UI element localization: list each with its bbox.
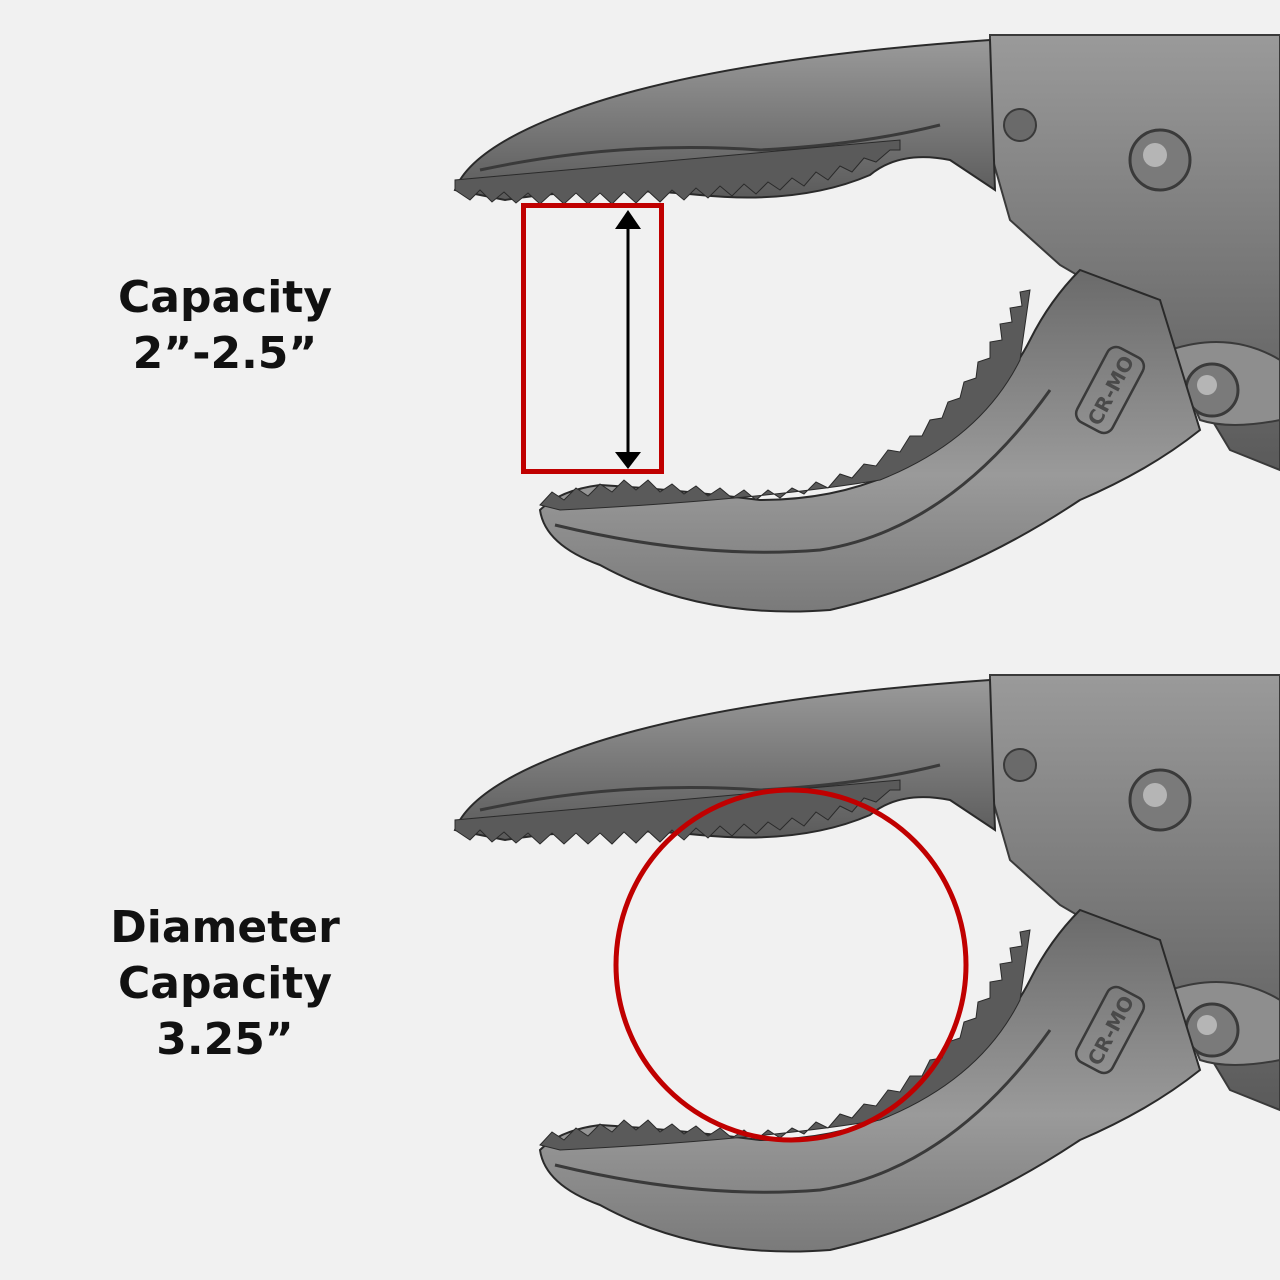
capacity-label-line-1: Capacity bbox=[117, 272, 333, 323]
capacity-indicator-rectangle bbox=[521, 203, 664, 474]
lower-jaw-teeth bbox=[539, 289, 1031, 511]
diameter-indicator-circle bbox=[613, 787, 969, 1143]
diameter-label-line-1: Diameter bbox=[110, 902, 340, 953]
diameter-label-line-3: 3.25” bbox=[156, 1014, 294, 1065]
capacity-label-line-2: 2”-2.5” bbox=[132, 328, 318, 379]
lower-jaw bbox=[538, 908, 1202, 1253]
lower-jaw bbox=[538, 268, 1202, 613]
locking-pliers-round-grip-image: CR-MO bbox=[453, 674, 1280, 1253]
diameter-capacity-panel: Diameter Capacity 3.25” bbox=[0, 640, 1280, 1280]
capacity-label: Capacity 2”-2.5” bbox=[60, 270, 390, 382]
jaw-capacity-panel: Capacity 2”-2.5” bbox=[60, 34, 1280, 613]
upper-jaw-teeth bbox=[454, 779, 901, 845]
diameter-label-line-2: Capacity bbox=[117, 958, 333, 1009]
diameter-capacity-label: Diameter Capacity 3.25” bbox=[60, 900, 390, 1068]
upper-jaw-teeth bbox=[454, 139, 901, 205]
locking-pliers-open-jaw-image: CR-MO bbox=[453, 34, 1280, 613]
double-arrow-icon bbox=[615, 210, 641, 469]
